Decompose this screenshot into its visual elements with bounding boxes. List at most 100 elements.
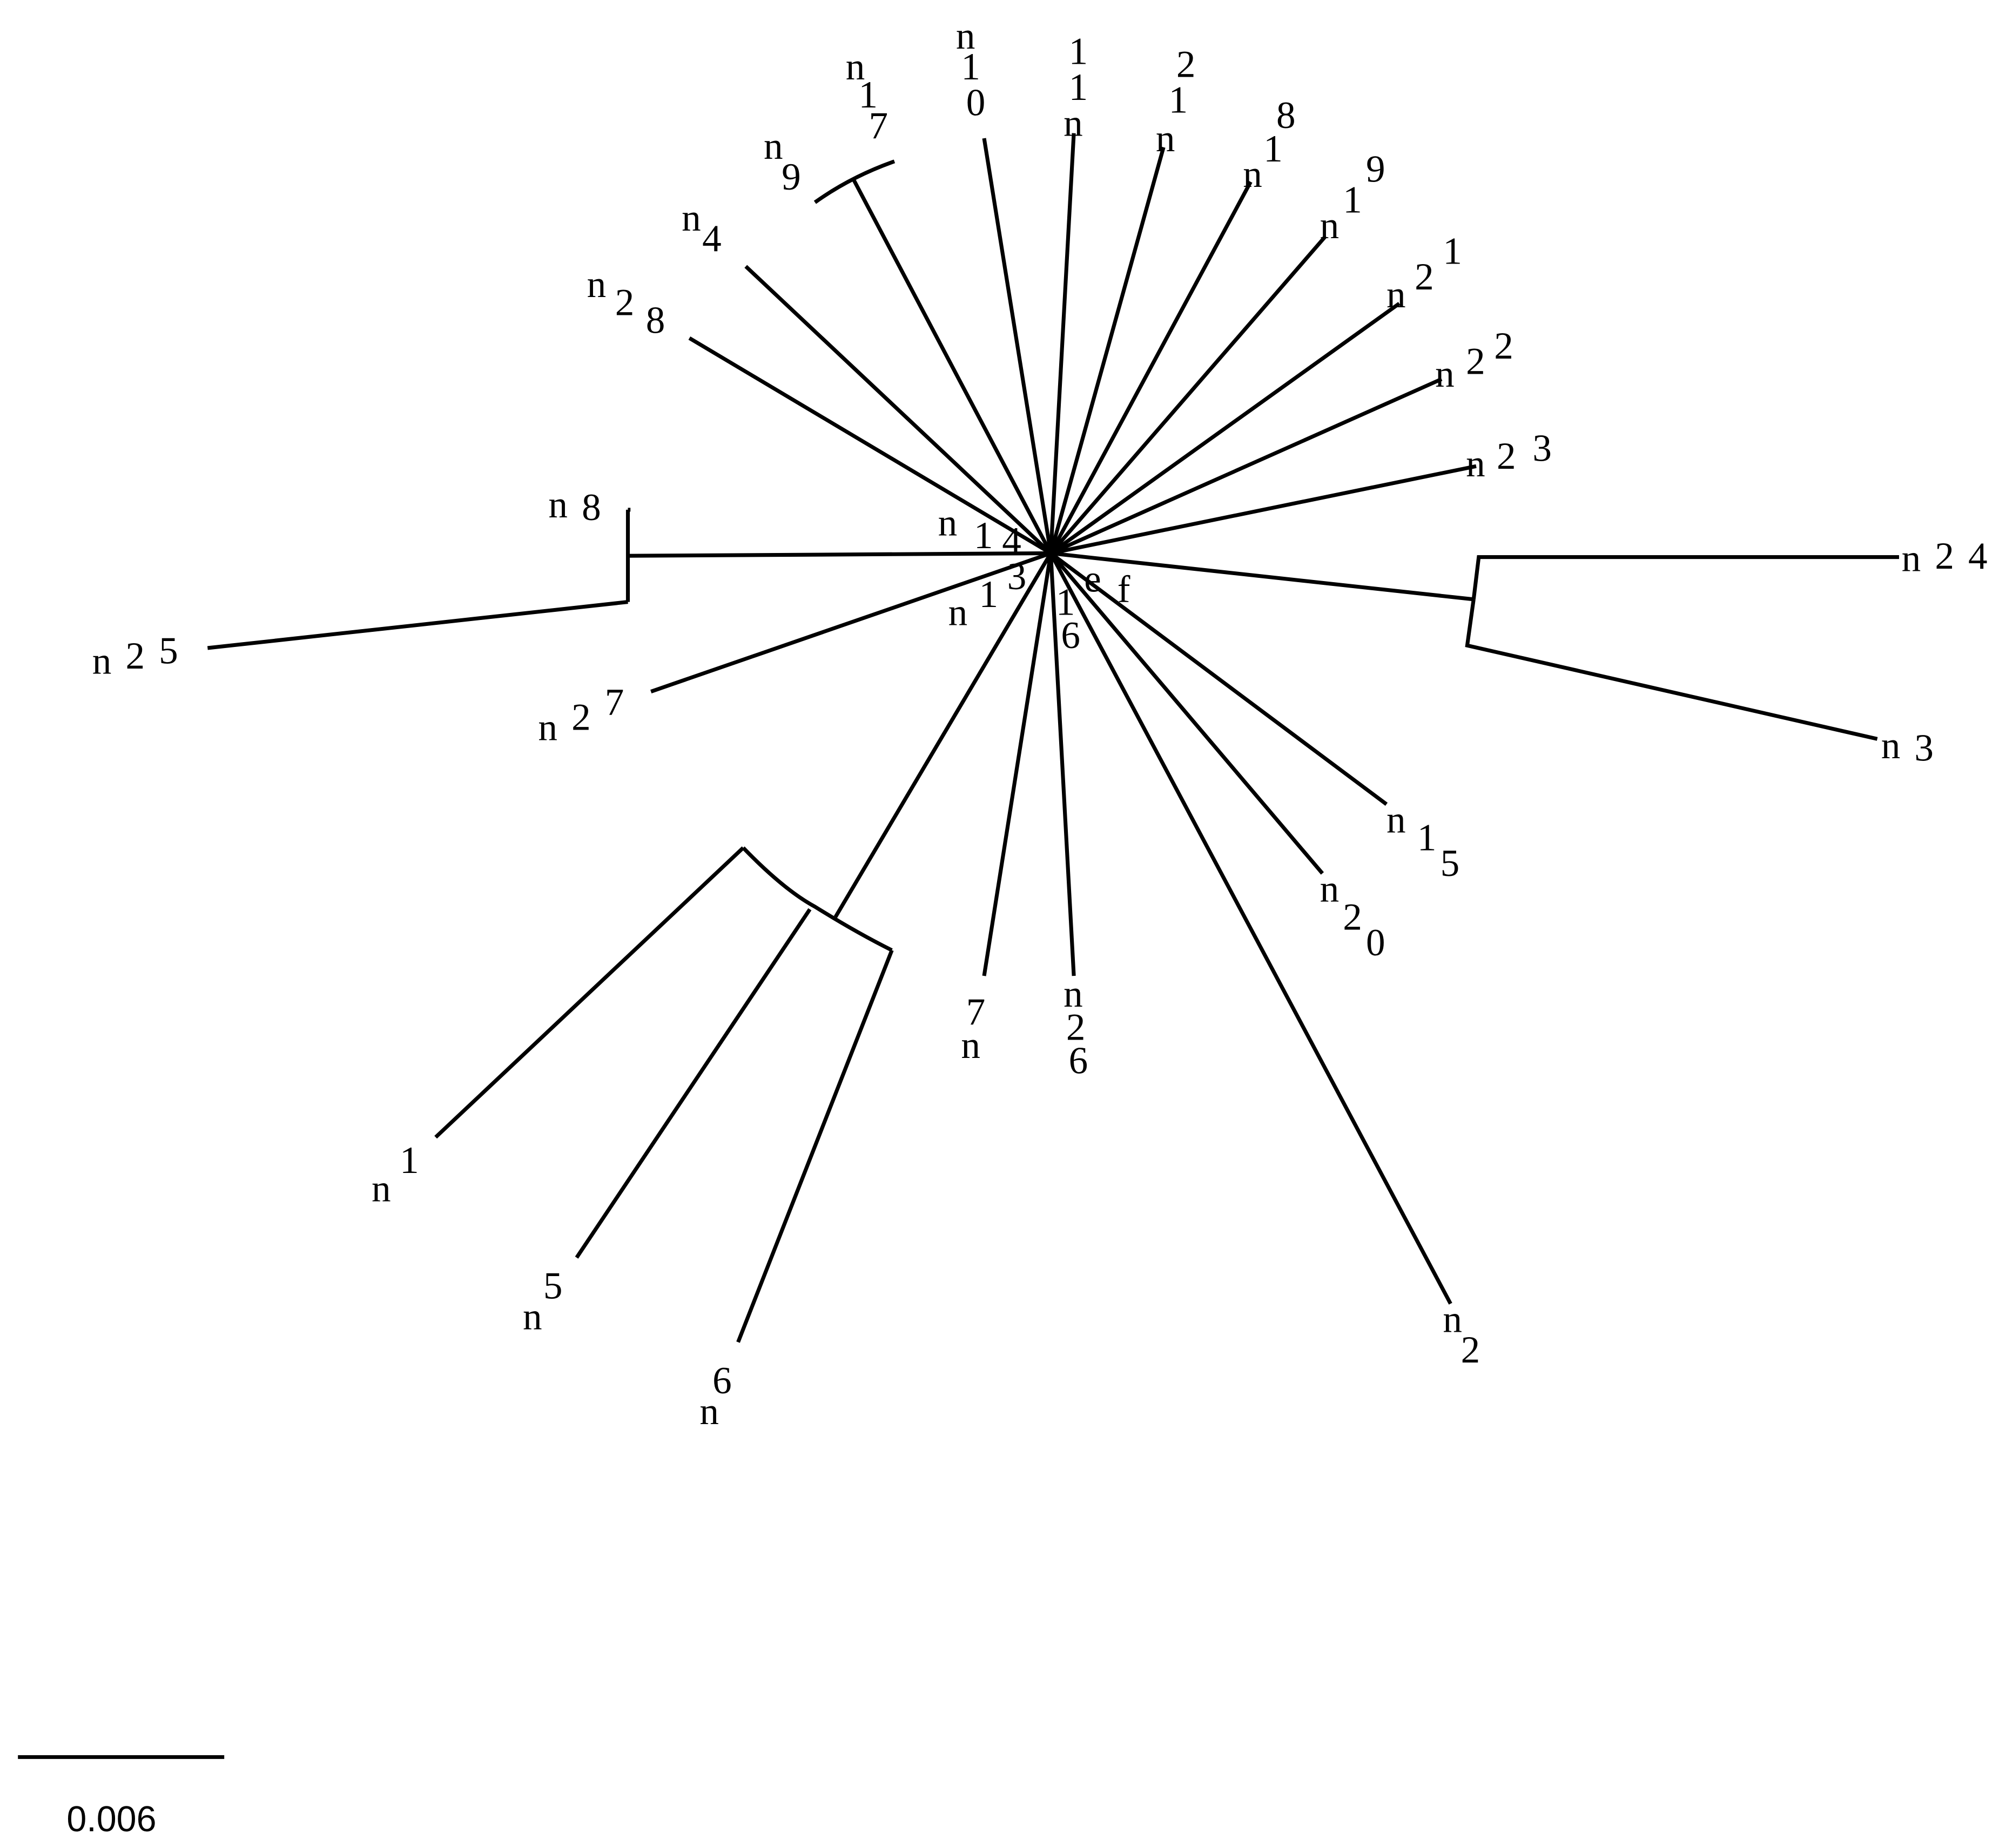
leaf-label-n19: n19 [1320,149,1385,247]
label-glyph: n [682,197,701,239]
label-glyph: 2 [1343,896,1362,939]
label-glyph: 1 [1069,31,1088,73]
label-glyph: 2 [1415,256,1434,298]
branch-n21 [1049,302,1401,555]
leaf-label-n17: n17 [846,46,888,147]
label-glyph: n [764,125,783,167]
branch-n26 [1048,553,1076,976]
label-glyph: 0 [1366,922,1385,964]
label-glyph: 2 [1066,1007,1086,1049]
scale-bar: 0.006 [18,1755,225,1839]
branch-n3 [1465,599,1878,741]
branch-n15 [1049,551,1388,806]
label-glyph: 1 [1169,79,1188,122]
label-glyph: n [938,502,958,544]
label-glyph: 1 [974,515,993,557]
branch-n22 [1049,377,1443,555]
label-glyph: n [1320,868,1340,910]
label-glyph: 7 [605,681,624,723]
label-glyph: 7 [966,991,986,1033]
branch-n1-n5-n6-stem [833,552,1053,918]
label-glyph: 1 [961,46,980,88]
branch-n23 [1050,464,1477,555]
leaf-label-n5: n5 [523,1265,563,1338]
branch-n20 [1049,552,1324,875]
label-glyph: n [1320,205,1340,247]
label-glyph: n [1386,274,1406,316]
leaf-label-n26: n26 [1064,973,1088,1082]
label-glyph: n [1156,118,1175,160]
label-glyph: 9 [1366,149,1385,191]
branch-n28 [688,336,1052,555]
leaf-label-n2: n2 [1443,1298,1480,1371]
label-glyph: 5 [159,630,178,672]
label-glyph: n [1064,973,1083,1015]
label-glyph: 3 [1914,727,1934,770]
label-glyph: 2 [1935,535,1954,577]
label-glyph: 2 [571,697,591,739]
label-glyph: n [699,1391,719,1433]
label-glyph: n [587,264,607,306]
branch-n11 [1048,133,1076,554]
label-glyph: n [961,1024,980,1067]
branch-n1 [434,846,745,1139]
label-glyph: n [1435,353,1455,395]
label-glyph: n [1466,443,1485,485]
label-glyph: 6 [712,1360,732,1402]
label-glyph: 2 [125,635,145,677]
label-glyph: n [1881,725,1901,767]
label-glyph: 1 [400,1139,419,1182]
label-glyph: 1 [1443,231,1462,273]
label-glyph: 2 [1176,43,1196,85]
label-glyph: 1 [859,74,878,116]
leaf-label-n1: n1 [372,1139,419,1210]
label-glyph: 2 [1494,325,1513,367]
label-glyph: n [948,591,968,633]
label-glyph: n [1243,153,1262,195]
leaf-label-n10: n10 [956,15,986,124]
branch-n4 [744,265,1052,555]
label-glyph: n [548,484,568,526]
branch-n9-n17-bracket [813,159,896,204]
label-glyph: 1 [1417,817,1437,859]
label-glyph: n [1902,538,1921,580]
label-glyph: 4 [702,218,722,260]
label-glyph: n [538,707,557,749]
label-glyph: 5 [1441,842,1460,885]
label-glyph: 6 [1061,615,1080,657]
branch-n2 [1049,552,1452,1305]
branch-n3-n24-stem [1051,551,1474,602]
label-glyph: 2 [1466,340,1485,382]
label-glyph: 1 [979,574,999,616]
branch-n24 [1471,555,1899,600]
label-glyph: 1 [1343,179,1362,221]
label-glyph: n [92,640,112,682]
label-glyph: e [1084,558,1101,601]
branch-n5 [575,908,812,1259]
label-glyph: 2 [1461,1329,1480,1371]
label-glyph: 9 [782,156,801,198]
label-glyph: 1 [1056,581,1075,623]
leaf-label-n16: 16 [1056,581,1080,657]
branch-n27 [650,551,1052,693]
leaf-label-n11: 11n [1064,31,1088,145]
label-glyph: 1 [1069,66,1088,109]
branch-n8-n25-stem [628,551,1051,558]
leaf-label-n7: 7n [961,991,985,1067]
scale-bar-label: 0.006 [66,1799,156,1839]
leaf-label-n9: n9 [764,125,801,198]
label-glyph: n [1064,102,1083,144]
label-glyph: 3 [1532,428,1552,470]
leaf-label-n20: n20 [1320,868,1385,965]
branch-n12 [1048,146,1166,554]
label-glyph: 2 [615,281,635,323]
